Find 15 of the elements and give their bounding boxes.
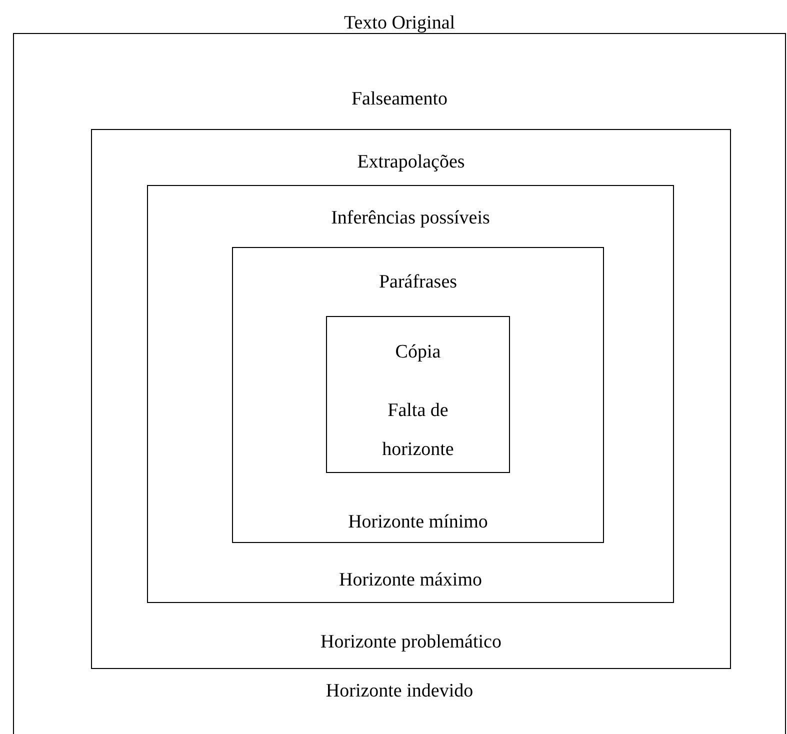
box-label: Horizonte indevido [326,680,474,704]
nested-box [326,316,510,473]
box-label: Horizonte máximo [339,568,482,592]
box-label: Falseamento [351,88,448,112]
box-label: Texto Original [344,12,456,36]
nested-box [232,247,604,543]
nested-box [91,129,731,669]
box-label: Horizonte mínimo [348,510,488,534]
box-label: Falta de horizonte [381,399,455,462]
box-label: Extrapolações [357,150,465,174]
box-label: Cópia [395,340,441,364]
box-label: Paráfrases [378,270,458,294]
nested-box [147,185,674,603]
box-label: Horizonte problemático [320,630,502,654]
box-label: Inferências possíveis [331,206,490,230]
